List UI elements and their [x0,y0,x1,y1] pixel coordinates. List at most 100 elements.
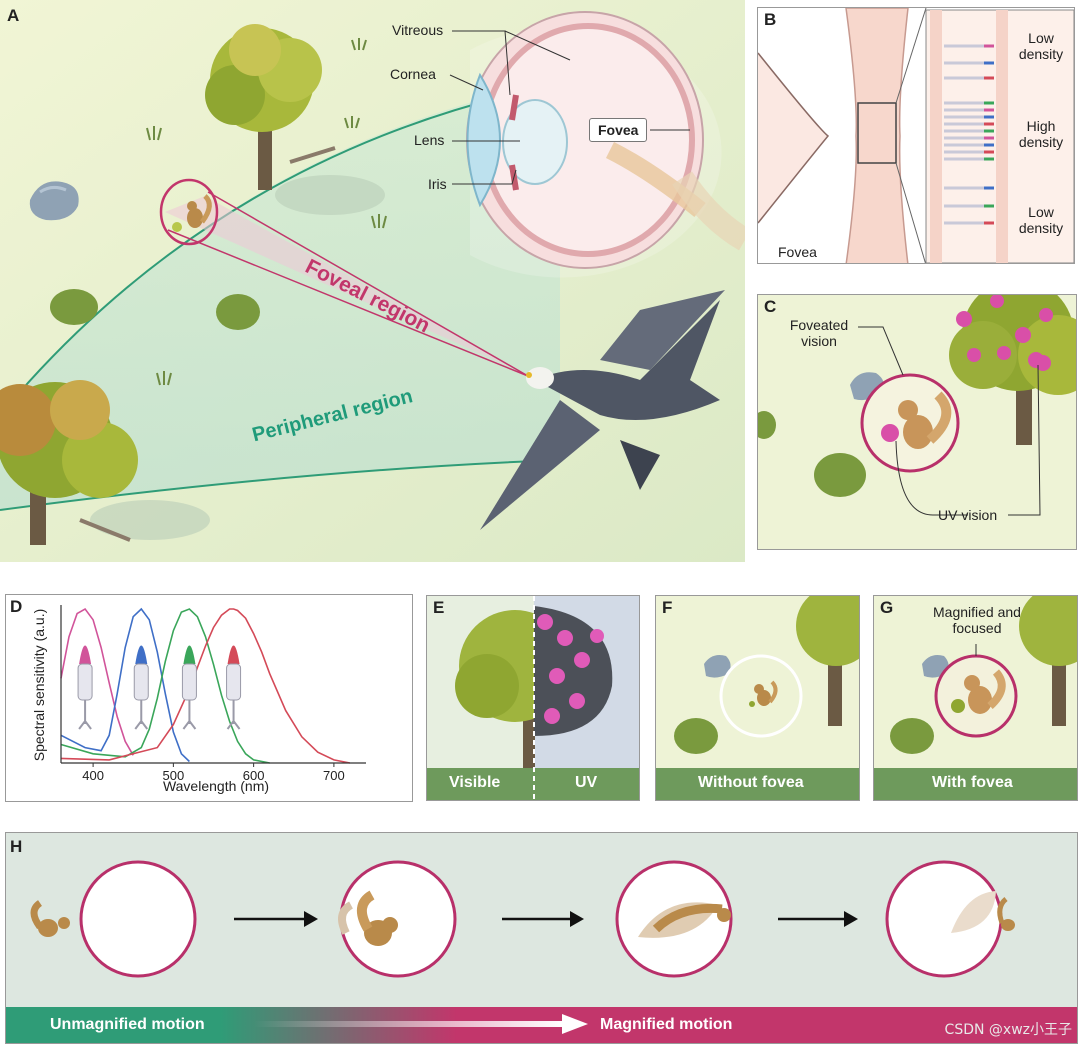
magnified-focused-label: Magnified and focused [933,604,1021,636]
motion-stage-1 [30,860,197,978]
cornea-label: Cornea [390,66,436,82]
iris-label: Iris [428,176,447,192]
panel-d-label: D [10,597,23,616]
peripheral-region-area [0,80,560,510]
squirrel-icon-c [898,391,952,449]
panel-b: B Fovea Low density High density Low den… [757,7,1075,264]
panel-c-leader-lines [858,326,1041,516]
log-icon-2 [79,518,131,542]
series-line-3 [60,608,270,764]
arrow-icon-3 [778,911,858,927]
series-line-4 [60,608,351,764]
panel-h-label: H [10,837,23,856]
arrow-icon-1 [234,911,318,927]
lens-label: Lens [414,132,445,148]
panel-d: D 400 500 600 700 Wavelength (nm) Spectral … [5,594,413,802]
low-density-label-1: Low density [1018,30,1064,62]
vitreous-label: Vitreous [392,22,444,38]
squirrel-icon-h2 [338,890,398,946]
unfocused-vision-ring [719,654,803,738]
magnified-motion-label: Magnified motion [600,1016,733,1033]
without-fovea-label: Without fovea [698,774,804,791]
with-fovea-label: With fovea [932,774,1013,791]
squirrel-icon-f [749,680,778,707]
squirrel-icon [172,194,212,232]
retina-band [845,8,909,263]
tree-icon [205,24,385,215]
watermark-text: CSDN @xwz小王子 [944,1022,1072,1038]
photoreceptor-cells [944,44,994,225]
uv-vision-label: UV vision [938,507,998,523]
foveal-cone-edge-2 [207,191,529,377]
x-tick-label: 500 [163,768,185,783]
eye-cross-section [466,11,745,278]
spectral-sensitivity-chart: 400 500 600 700 Wavelength (nm) Spectral se… [31,605,366,794]
y-axis-label: Spectral sensitivity (a.u.) [31,609,47,762]
uv-fruit-c [881,424,899,442]
x-tick-group: 400 500 600 700 [82,763,345,783]
squirrel-icon-g [951,669,1006,714]
panel-f-label: F [662,598,673,617]
foveal-target-ring [159,178,219,246]
panel-a: A Vitreous Cornea Lens Iris Fovea Foveal… [0,0,745,562]
squirrel-icon-h4 [951,891,1015,933]
grass-tufts [146,38,387,386]
retina-curve [758,53,828,223]
motion-stage-2 [338,860,457,978]
unmagnified-motion-label: Unmagnified motion [50,1016,205,1033]
uv-fruit-icons [956,295,1053,371]
foveated-vision-label: Foveated vision [789,317,849,349]
eagle-icon [480,290,725,530]
panel-g-scene [874,596,1077,800]
squirrel-icon-h3 [638,902,731,938]
panel-a-scene [0,0,745,562]
bush-icon [50,289,260,330]
high-density-label: High density [1018,118,1064,150]
panel-c-scene [758,295,1076,549]
chart-series-group [60,607,351,764]
tree-icon-2 [0,380,210,545]
panel-c-label: C [764,297,777,316]
panel-h-scene [6,833,1077,1043]
photoreceptor-icon-1 [77,645,93,730]
x-tick-label: 600 [243,768,265,783]
bush-icon-c [814,453,866,497]
panel-e-label: E [433,598,445,617]
fovea-callout: Fovea [589,118,648,142]
panel-a-label: A [7,6,20,25]
photoreceptor-icon-3 [181,645,197,730]
visible-label: Visible [449,774,501,791]
panel-h: H Unmagnified motion Magnified motion [5,832,1078,1044]
uv-label: UV [575,774,598,791]
squirrel-icon-h1 [30,900,70,937]
photoreceptor-cell-icons [77,645,242,730]
fovea-label-b: Fovea [778,244,817,260]
panel-b-label: B [764,10,777,29]
foveal-cone-edge-1 [167,229,529,377]
series-line-1 [60,607,134,756]
photoreceptor-icon-4 [226,645,242,730]
x-tick-label: 400 [82,768,104,783]
panel-e-scene [427,596,639,800]
x-axis-label: Wavelength (nm) [163,778,269,794]
log-icon [289,146,336,164]
panel-g: G Magnified and focused With fovea [873,595,1078,801]
peripheral-region-lower-edge [0,459,561,511]
motion-bar-arrow [254,1014,588,1034]
motion-stage-4 [885,860,1015,978]
panel-f: F Without fovea [655,595,860,801]
panel-b-scene [758,8,1074,263]
panel-g-label: G [880,598,894,617]
x-tick-label: 700 [323,768,345,783]
panel-e: E Visible UV [426,595,640,801]
arrow-icon-2 [502,911,584,927]
rock-icon [29,181,79,221]
uv-fruit-icons-e [537,614,604,724]
panel-f-scene [656,596,859,800]
photoreceptor-icon-2 [133,645,149,730]
eye-leader-lines [449,30,690,185]
low-density-label-2: Low density [1018,204,1064,236]
zoom-box [857,102,897,164]
foveal-region-cone [165,196,528,375]
motion-stage-3 [615,860,733,978]
